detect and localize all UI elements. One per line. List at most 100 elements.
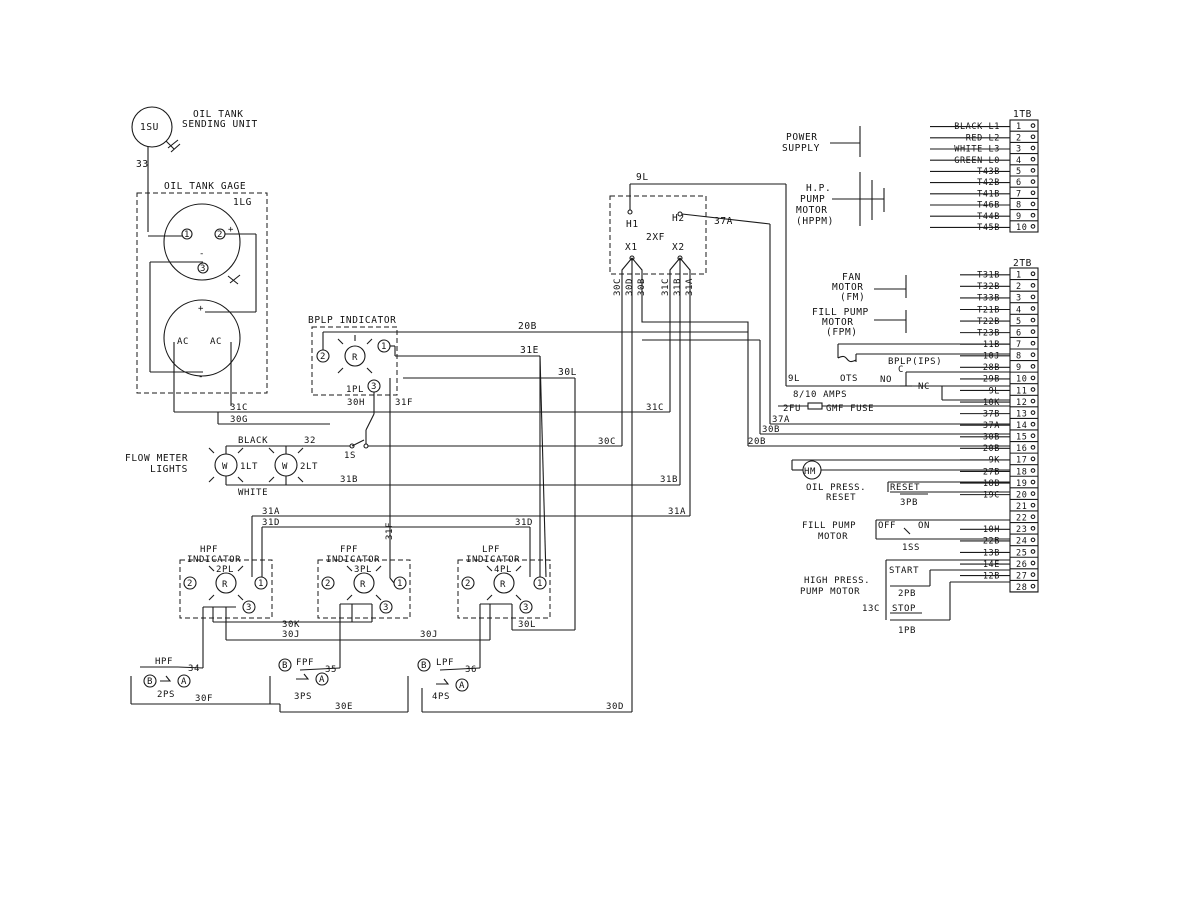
ps-lpf-a: A [459,681,465,691]
terminal-number: 2 [1016,282,1022,292]
wire-30h: 30H [347,398,365,408]
flow-lamp-2-id: 2LT [300,462,318,472]
terminal-number: 6 [1016,178,1022,188]
wire-31e: 31E [520,345,539,356]
terminal-screw [1030,387,1036,392]
switch-nc-label: NC [918,382,930,392]
terminal-screw [1030,306,1036,311]
terminal-screw [1030,421,1036,427]
fpf-terminal-1: 1 [397,579,403,589]
terminal-wire-label: 18B [983,479,1000,489]
flow-meter-lights: FLOW METER LIGHTS W 1LT W 2LT BLACK WHIT… [125,436,369,498]
hp-motor-label-1: HIGH PRESS. [804,576,870,586]
terminal-screw [1030,572,1036,577]
sending-unit-title: OIL TANK [193,109,244,120]
terminal-number: 4 [1016,156,1022,166]
ps-fpf-b: B [282,661,288,671]
terminal-screw [1030,294,1036,300]
terminal-screw [1030,329,1036,334]
switch-1s: 1S [344,451,356,461]
fill-pump-sw-label-2: MOTOR [818,532,848,542]
terminal-screw [1030,201,1036,207]
gage-terminal-1: 1 [184,230,190,240]
wire-31a-left: 31A [262,507,280,517]
wire-30j-right: 30J [420,630,438,640]
terminal-number: 25 [1016,548,1027,558]
terminal-wire-label: 27B [983,467,1000,477]
terminal-number: 24 [1016,537,1027,547]
fuse-type: GMF FUSE [826,404,874,414]
terminal-screw [1030,549,1036,554]
gage-plus-top: + [228,225,234,235]
fill-pump-off: OFF [878,521,896,531]
lpf-indicator-title2: INDICATOR [466,555,520,565]
fill-pump-motor-switch: FILL PUMP MOTOR OFF ON 1SS [802,519,1010,553]
lpf-indicator-id: 4PL [494,565,512,575]
terminal-screw [1030,398,1036,404]
terminal-screw [1030,560,1036,566]
wire-30k: 30K [282,620,300,630]
fan-motor-label-1: FAN [842,272,861,283]
terminal-wire-label: T33B [977,294,1000,304]
terminal-wire-label: 14E [983,560,1000,570]
ps-lpf-id: 4PS [432,692,450,702]
lpf-indicator-title: LPF [482,545,500,555]
wire-30e: 30E [335,702,353,712]
wire-31b-horiz: 31B [340,475,358,485]
switch-1ss: 1SS [902,543,920,553]
terminal-wire-label: WHITE L3 [954,145,1000,155]
gage-terminal-2: 2 [217,230,223,240]
terminal-number: 10 [1016,375,1027,385]
terminal-number: 18 [1016,467,1027,477]
ps-hpf-wire: 34 [188,664,200,674]
hpf-terminal-3: 3 [246,603,252,613]
flow-meter-label-2: LIGHTS [150,464,188,475]
terminal-wire-label: 30B [983,433,1000,443]
terminal-number: 15 [1016,433,1027,443]
terminal-number: 17 [1016,456,1027,466]
wire-9l-right: 9L [788,374,800,384]
flow-meter-label-1: FLOW METER [125,453,188,464]
terminal-number: 5 [1016,167,1022,177]
terminal-screw [1030,525,1036,531]
ps-hpf-id: 2PS [157,690,175,700]
hpf-indicator-title2: INDICATOR [187,555,241,565]
wire-31a-right: 31A [668,507,686,517]
switch-c-label: C [898,365,904,375]
terminal-screw [1030,212,1036,218]
ps-lpf-b: B [421,661,427,671]
fpf-terminal-2: 2 [325,579,331,589]
hpf-terminal-1: 1 [258,579,264,589]
terminal-number: 9 [1016,363,1022,373]
bplp-terminal-1: 1 [381,342,387,352]
terminal-wire-label: 13B [983,548,1000,558]
terminal-number: 1 [1016,271,1022,281]
hp-motor-label-2: PUMP MOTOR [800,587,860,597]
gage-terminal-3: 3 [200,264,206,274]
lpf-lamp: R [500,580,506,590]
terminal-screw [1030,145,1036,151]
terminal-wire-label: 19C [983,490,1000,500]
terminal-screw [1030,340,1036,346]
wire-30d-bottom: 30D [606,702,624,712]
oil-press-label-1: OIL PRESS. [806,483,866,493]
flow-lamp-1: W [222,462,228,472]
wire-31b-right: 31B [660,475,678,485]
middle-wiring: 20B 31E 30L 30H 31F 31F 31C 31C 30G 30C … [218,321,1010,630]
oil-press-reset: OIL PRESS. RESET RESET 3PB [806,481,1010,508]
oil-press-label-2: RESET [826,493,856,503]
terminal-number: 3 [1016,145,1022,155]
transformer-h2: H2 [672,213,685,224]
hp-pump-motor: H.P. PUMP MOTOR (HPPM) [796,172,885,227]
wire-30d-vert: 30D [625,278,635,296]
terminal-wire-label: T42B [977,178,1000,188]
power-supply-label-2: SUPPLY [782,143,820,154]
ps-hpf-name: HPF [155,657,173,667]
terminal-wire-label: 37A [983,421,1000,431]
wire-30b-vert: 30B [637,278,647,296]
fpf-lamp: R [360,580,366,590]
terminal-number: 23 [1016,525,1027,535]
fuse-amps: 8/10 AMPS [793,390,847,400]
wire-31f-top: 31F [395,398,413,408]
